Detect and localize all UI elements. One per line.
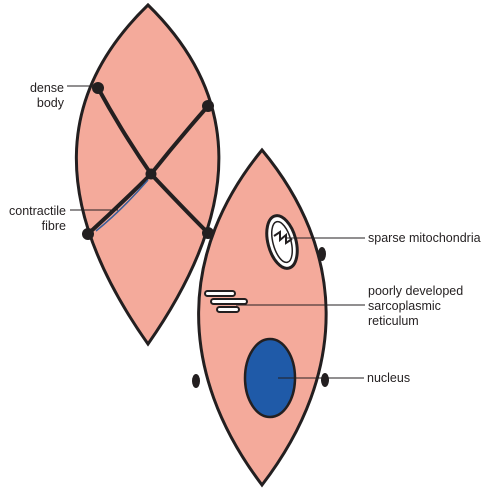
label-dense-body: dense body (29, 81, 64, 110)
dense-body (192, 374, 200, 388)
label-sarcoplasmic-reticulum: poorly developed sarcoplasmic reticulum (368, 284, 464, 328)
dense-body (321, 373, 329, 387)
label-nucleus: nucleus (367, 371, 411, 385)
mitochondrion (265, 214, 299, 270)
dense-body (145, 168, 157, 180)
dense-body (318, 247, 326, 261)
dense-body (202, 100, 214, 112)
dense-bodies-lower (192, 247, 329, 388)
lower-muscle-cell (197, 147, 328, 488)
label-sparse-mitochondria: sparse mitochondria (368, 231, 481, 245)
label-contractile-fibre: contractile fibre (9, 204, 66, 233)
leader-lines (67, 85, 365, 379)
dense-body (92, 82, 104, 94)
sarcoplasmic-reticulum (204, 290, 248, 313)
dense-body (82, 228, 94, 240)
contractile-fibre-highlight (95, 179, 149, 232)
